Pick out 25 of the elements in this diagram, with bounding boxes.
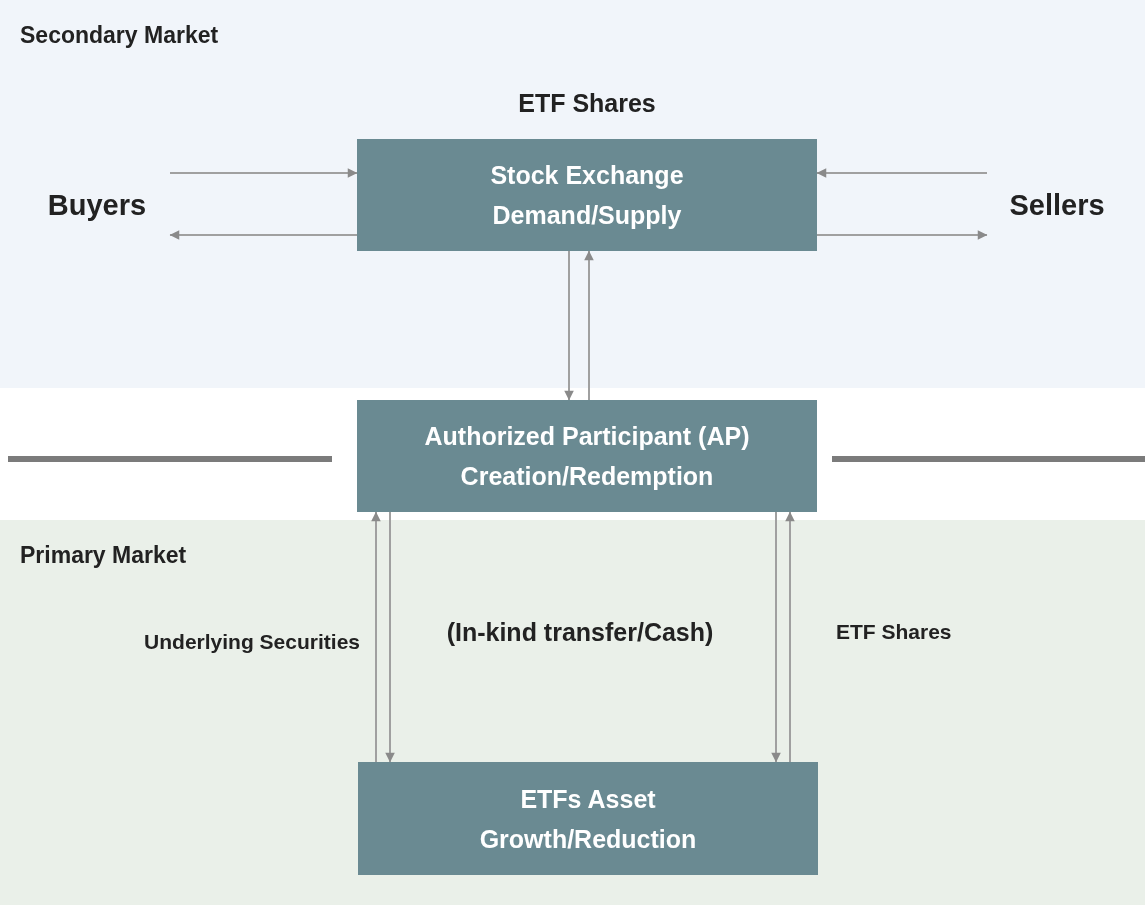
arrow: [816, 230, 988, 240]
arrow: [564, 250, 574, 401]
party-label: Sellers: [1009, 188, 1105, 222]
flow-label: (In-kind transfer/Cash): [445, 618, 715, 647]
arrow: [584, 250, 594, 401]
box-caption: ETF Shares: [517, 89, 657, 118]
flow-label: ETF Shares: [836, 620, 953, 644]
box-text: Stock Exchange Demand/Supply: [489, 160, 685, 231]
process-box: [357, 400, 817, 512]
panel-title: Secondary Market: [20, 22, 219, 49]
arrow: [816, 168, 988, 178]
arrow: [771, 511, 781, 763]
box-text: ETFs Asset Growth/Reduction: [478, 783, 698, 855]
arrow: [385, 511, 395, 763]
arrow: [169, 230, 358, 240]
box-text: Authorized Participant (AP) Creation/Redemption: [423, 421, 751, 492]
arrow: [169, 168, 358, 178]
market-panel: [0, 520, 1145, 905]
market-panel: [0, 0, 1145, 388]
arrow: [371, 511, 381, 763]
party-label: Buyers: [47, 188, 147, 222]
process-box: [358, 762, 818, 875]
flow-label: Underlying Securities: [143, 630, 360, 654]
panel-title: Primary Market: [20, 542, 187, 569]
arrow: [785, 511, 795, 763]
